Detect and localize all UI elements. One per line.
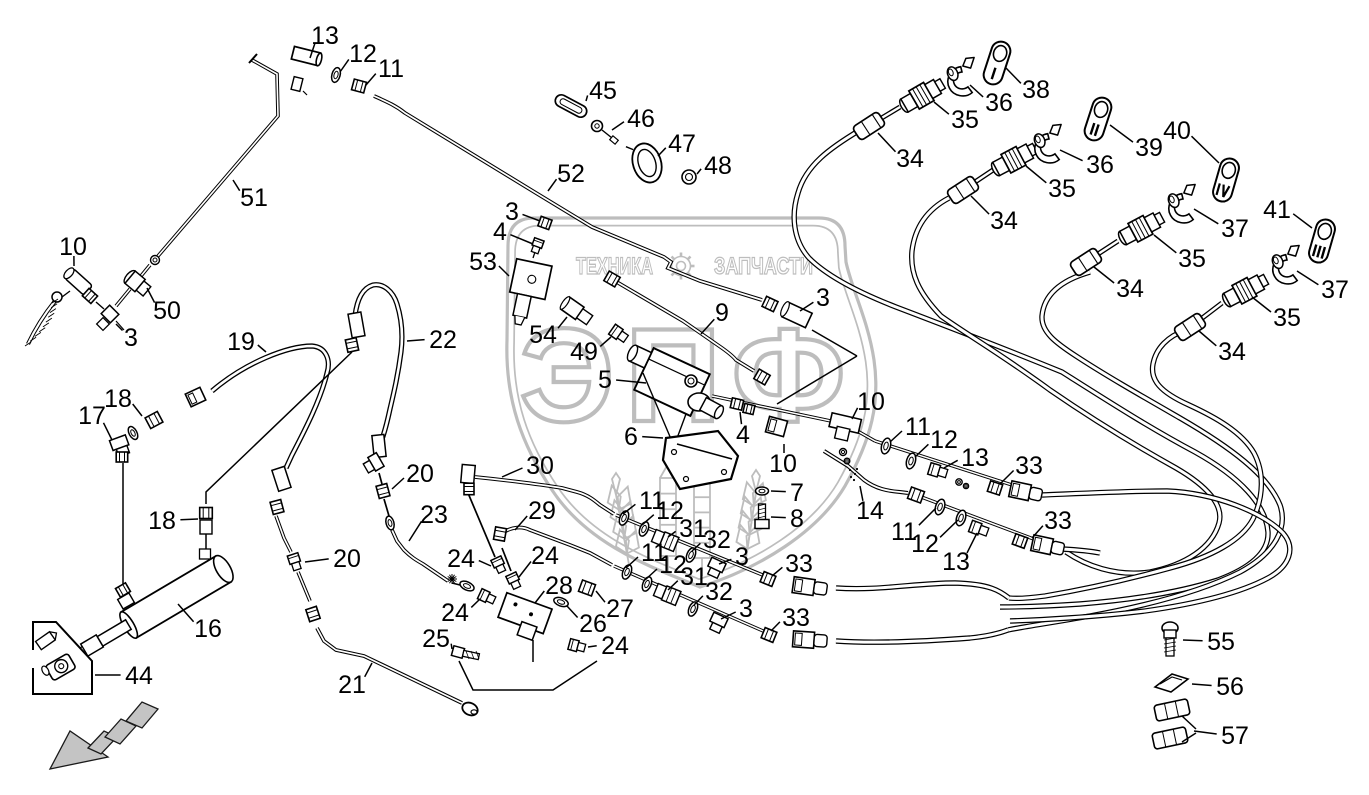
svg-text:3: 3 [816, 284, 830, 312]
svg-text:16: 16 [194, 615, 222, 643]
svg-text:17: 17 [78, 402, 106, 430]
svg-text:11: 11 [639, 487, 665, 515]
svg-text:52: 52 [557, 160, 585, 188]
svg-text:12: 12 [656, 497, 684, 525]
svg-text:32: 32 [705, 578, 733, 606]
svg-text:12: 12 [930, 426, 958, 454]
svg-text:12: 12 [911, 530, 939, 558]
svg-text:24: 24 [441, 599, 469, 627]
svg-text:50: 50 [153, 297, 181, 325]
svg-text:33: 33 [782, 604, 810, 632]
svg-text:10: 10 [59, 233, 87, 261]
svg-text:12: 12 [349, 40, 377, 68]
svg-text:14: 14 [856, 497, 884, 525]
svg-text:30: 30 [526, 452, 554, 480]
svg-text:13: 13 [942, 548, 970, 576]
svg-text:11: 11 [641, 539, 667, 567]
svg-text:11: 11 [891, 518, 917, 546]
svg-text:46: 46 [627, 105, 655, 133]
svg-text:3: 3 [739, 595, 753, 623]
svg-text:37: 37 [1221, 215, 1249, 243]
svg-text:56: 56 [1216, 673, 1244, 701]
svg-text:34: 34 [1116, 275, 1144, 303]
svg-text:22: 22 [429, 326, 457, 354]
svg-text:32: 32 [703, 526, 731, 554]
svg-text:51: 51 [240, 184, 268, 212]
svg-text:13: 13 [311, 22, 339, 50]
svg-text:21: 21 [338, 671, 366, 699]
svg-text:47: 47 [668, 130, 696, 158]
svg-text:26: 26 [579, 610, 607, 638]
svg-text:20: 20 [406, 460, 434, 488]
svg-text:18: 18 [104, 385, 132, 413]
svg-text:3: 3 [505, 198, 519, 226]
svg-text:44: 44 [125, 662, 153, 690]
svg-text:10: 10 [769, 450, 797, 478]
svg-text:45: 45 [589, 77, 617, 105]
svg-text:18: 18 [148, 507, 176, 535]
svg-text:38: 38 [1022, 76, 1050, 104]
svg-text:41: 41 [1263, 196, 1291, 224]
svg-text:37: 37 [1321, 276, 1349, 304]
svg-text:13: 13 [961, 444, 989, 472]
svg-text:8: 8 [790, 505, 804, 533]
svg-text:11: 11 [378, 55, 404, 83]
svg-text:3: 3 [735, 543, 749, 571]
svg-text:57: 57 [1221, 722, 1249, 750]
svg-text:20: 20 [333, 545, 361, 573]
svg-text:ЗАПЧАСТИ: ЗАПЧАСТИ [714, 253, 813, 280]
svg-text:34: 34 [896, 145, 924, 173]
svg-text:33: 33 [785, 550, 813, 578]
svg-text:48: 48 [704, 152, 732, 180]
svg-text:35: 35 [1273, 304, 1301, 332]
svg-text:34: 34 [1218, 338, 1246, 366]
svg-text:29: 29 [528, 497, 556, 525]
svg-text:23: 23 [420, 501, 448, 529]
svg-text:24: 24 [531, 542, 559, 570]
svg-text:24: 24 [447, 545, 475, 573]
svg-text:25: 25 [422, 625, 450, 653]
svg-text:55: 55 [1207, 628, 1235, 656]
svg-text:31: 31 [679, 515, 707, 543]
svg-text:24: 24 [601, 632, 629, 660]
svg-text:10: 10 [857, 388, 885, 416]
svg-text:9: 9 [715, 299, 729, 327]
svg-text:31: 31 [680, 563, 708, 591]
svg-text:12: 12 [659, 551, 687, 579]
svg-text:33: 33 [1015, 452, 1043, 480]
svg-text:3: 3 [124, 324, 138, 352]
svg-text:33: 33 [1044, 507, 1072, 535]
svg-text:35: 35 [951, 106, 979, 134]
svg-text:40: 40 [1163, 117, 1191, 145]
svg-text:27: 27 [606, 595, 634, 623]
svg-text:5: 5 [598, 366, 612, 394]
svg-text:39: 39 [1135, 134, 1163, 162]
svg-text:4: 4 [736, 421, 750, 449]
svg-text:4: 4 [493, 218, 507, 246]
svg-text:53: 53 [469, 248, 497, 276]
svg-text:34: 34 [990, 207, 1018, 235]
svg-text:35: 35 [1048, 175, 1076, 203]
svg-text:36: 36 [985, 89, 1013, 117]
svg-text:35: 35 [1178, 245, 1206, 273]
svg-text:54: 54 [529, 321, 557, 349]
svg-text:36: 36 [1086, 151, 1114, 179]
svg-text:28: 28 [545, 572, 573, 600]
svg-text:19: 19 [227, 328, 255, 356]
svg-text:7: 7 [790, 479, 804, 507]
svg-text:49: 49 [570, 338, 598, 366]
svg-text:6: 6 [624, 423, 638, 451]
svg-text:11: 11 [905, 413, 931, 441]
